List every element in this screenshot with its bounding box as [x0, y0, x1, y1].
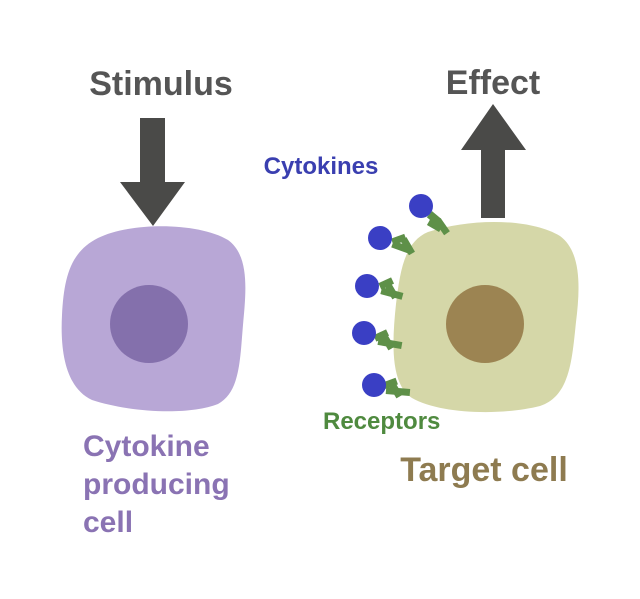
cytokine-dot [368, 226, 392, 250]
receptor [426, 211, 450, 236]
receptors-label: Receptors [323, 408, 440, 435]
target-cell-label: Target cell [400, 451, 568, 489]
producing-cell-label-line1: Cytokine [83, 430, 210, 463]
cytokine-dot [352, 321, 376, 345]
producing-cell-label-line3: cell [83, 506, 133, 539]
receptor [378, 277, 404, 300]
producing-cell-nucleus [110, 285, 188, 363]
target-cell-nucleus [446, 285, 524, 363]
producing-cell-label-line2: producing [83, 468, 230, 501]
cytokine-dot [355, 274, 379, 298]
cytokine-dot [362, 373, 386, 397]
cytokine-dot [409, 194, 433, 218]
receptor [373, 329, 403, 351]
effect-label: Effect [446, 64, 540, 102]
stimulus-label: Stimulus [89, 65, 233, 103]
cytokines-label: Cytokines [264, 153, 379, 180]
receptor [382, 377, 411, 399]
effect-arrow [461, 104, 526, 218]
stimulus-arrow [120, 118, 185, 226]
receptor [391, 233, 415, 256]
